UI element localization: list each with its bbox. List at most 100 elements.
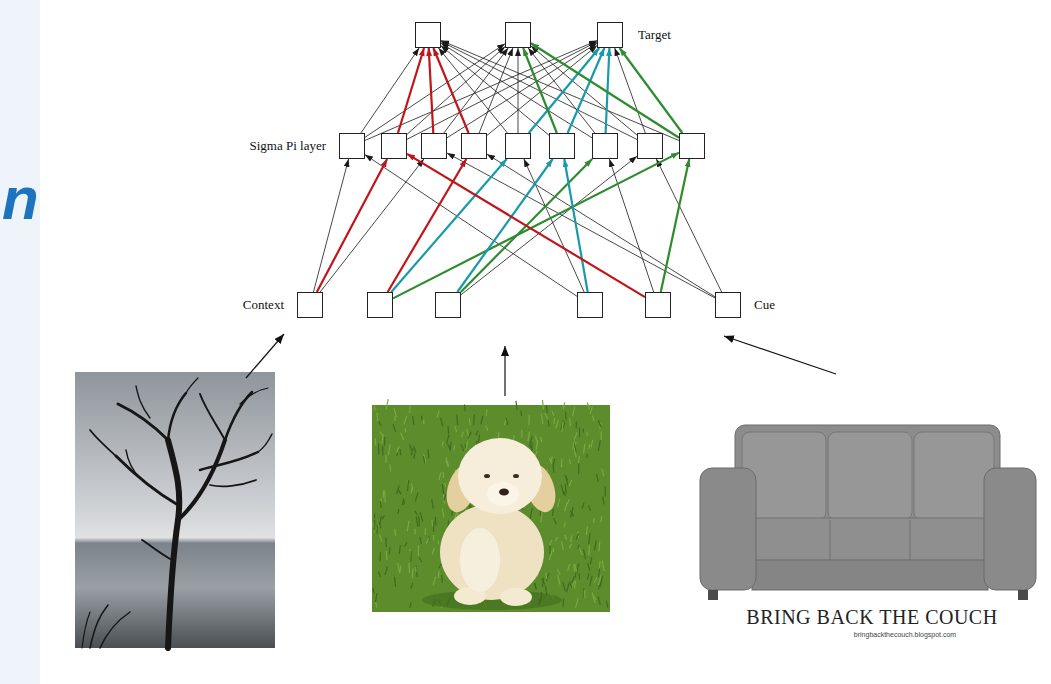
illustration-part [583,444,585,454]
illustration-part [601,516,602,522]
illustration-part [428,450,430,459]
illustration-part [419,557,422,562]
illustration-part [397,509,399,514]
puppy-photo [372,399,610,612]
illustration-part [450,442,452,451]
illustration-part [418,516,420,526]
illustration-part [168,440,179,648]
illustration-part [530,508,532,518]
illustration-part [386,399,388,409]
unit-box [637,133,663,159]
illustration-part [582,503,584,509]
illustration-part [432,548,434,555]
illustration-part [598,596,600,604]
illustration-part [432,499,434,508]
connection [487,46,597,136]
illustration-part [408,563,410,573]
illustration-part [486,426,488,431]
illustration-part [426,538,428,543]
illustration-part [596,474,598,482]
illustration-part [542,400,544,409]
illustration-part [379,421,381,425]
illustration-part [568,564,570,571]
illustration-part [473,414,475,425]
illustration-part [592,592,595,602]
illustration-part [576,422,577,429]
illustration-part [552,509,553,516]
connection [407,47,505,135]
illustration-part [576,598,579,607]
illustration-part [458,438,542,514]
illustration-part [378,443,379,454]
illustration-part [376,413,378,422]
illustration-part [415,511,417,515]
illustration-part [423,456,424,463]
connection [447,43,597,138]
illustration-part [440,504,544,600]
connection [388,159,467,292]
illustration-part [379,522,381,528]
illustration-part [433,521,435,532]
illustration-part [602,469,604,476]
illustration-part [394,416,395,421]
illustration-part [567,499,569,504]
illustration-part [578,545,579,550]
illustration-part [587,402,589,409]
illustration-part [410,602,411,608]
illustration-part [82,612,90,648]
illustration-part [551,456,553,462]
connection [393,153,679,299]
illustration-part [584,549,586,559]
illustration-part [441,418,443,426]
illustration-part [410,551,411,561]
illustration-part [541,414,543,424]
illustration-part [444,483,446,487]
illustration-part [374,406,376,411]
illustration-part [556,420,559,428]
connection [564,159,587,292]
illustration-part [592,416,594,421]
unit-box [367,292,393,318]
illustration-part [536,440,538,450]
illustration-part [460,528,500,592]
illustration-part [606,601,608,608]
illustration-part [513,474,519,478]
layer-label: Sigma Pi layer [249,139,326,153]
connection [518,48,519,133]
illustration-part [528,415,530,425]
illustration-part [418,545,419,556]
illustration-part [579,547,582,555]
illustration-part [411,448,413,455]
illustration-part [535,583,536,589]
illustration-part [116,456,178,505]
illustration-part [442,484,443,495]
illustration-part [752,518,988,562]
illustration-part [504,419,506,425]
connection [656,159,721,292]
illustration-part [558,575,560,585]
illustration-part [416,566,418,577]
unit-box: Sigma Pi layer [339,133,365,159]
illustration-part [563,582,566,591]
illustration-part [466,441,468,450]
illustration-part [446,457,449,467]
unit-box: Cue [715,292,741,318]
illustration-part [574,448,576,458]
illustration-part [579,573,581,580]
illustration-part [583,588,584,598]
illustration-part [394,408,397,417]
illustration-part [424,528,426,535]
illustration-part [516,401,517,410]
illustration-part [598,420,601,427]
connection [407,42,597,140]
illustration-part [118,404,168,440]
illustration-part [575,564,577,572]
illustration-part [400,566,401,573]
illustration-part [590,406,592,413]
illustration-part [569,459,570,464]
illustration-part [487,482,519,506]
illustration-part [590,557,592,564]
unit-box [461,133,487,159]
illustration-part [461,432,463,438]
